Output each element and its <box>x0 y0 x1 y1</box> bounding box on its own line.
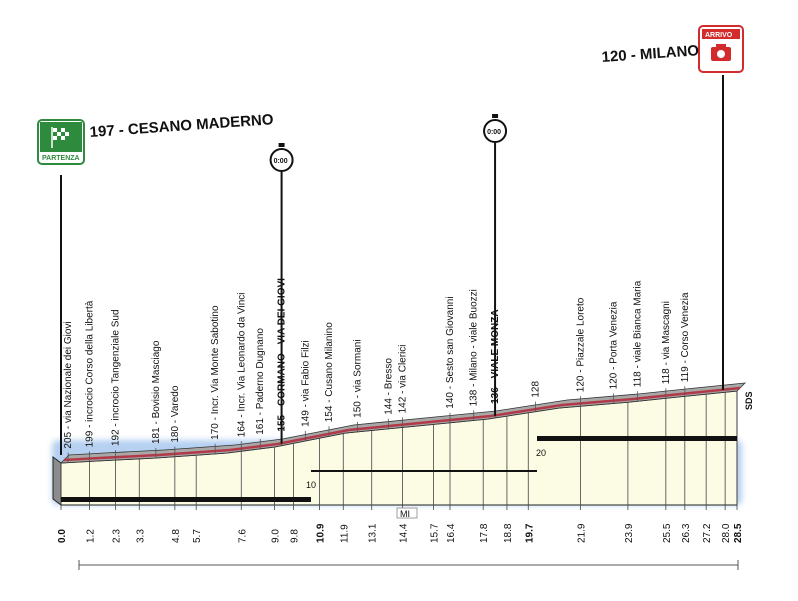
distance-bar-second <box>311 470 537 472</box>
waypoint-label: 120 - Piazzale Loreto <box>575 297 586 392</box>
waypoint-label: 149 - via Fabio Filzi <box>300 340 311 427</box>
km-label: 27.2 <box>702 523 713 543</box>
sds-label: SDS <box>744 391 754 410</box>
waypoint-label: 150 - via Sormani <box>352 339 363 417</box>
km-label: 15.7 <box>429 523 440 543</box>
waypoint-label: 140 - Sesto san Giovanni <box>445 296 456 408</box>
km-label: 23.9 <box>624 523 635 543</box>
km-label: 21.9 <box>576 523 587 543</box>
distance-bar-third <box>537 436 737 441</box>
km-label: 1.2 <box>85 529 96 543</box>
waypoint-label: 180 - Varedo <box>170 385 181 443</box>
svg-text:0:00: 0:00 <box>487 129 501 136</box>
timecheck-stopwatch-2: 0:00 <box>483 114 508 416</box>
profile-left-side <box>52 456 62 506</box>
km-label: 9.8 <box>289 529 300 543</box>
waypoint-label: 119 - Corso Venezia <box>680 292 691 382</box>
start-badge: PARTENZA <box>37 119 85 165</box>
km-label: 11.9 <box>339 524 350 543</box>
waypoint-label: 170 - Incr. Via Monte Sabotino <box>210 305 221 440</box>
distance-label-group: 0.0 1.2 2.3 3.3 4.8 5.7 7.6 9.0 9.8 10.9 11.9 13.1 1… <box>57 523 744 543</box>
km-label: 26.3 <box>681 523 692 543</box>
km-label: 2.3 <box>112 529 123 543</box>
start-town: 197 - CESANO MADERNO <box>89 111 274 141</box>
waypoint-label: 199 - incrocio Corso della Libertà <box>84 300 95 447</box>
km-label: 28.5 <box>733 523 744 543</box>
km-label: 19.7 <box>524 523 535 543</box>
waypoint-label: 144 - Bresso <box>383 358 394 415</box>
axis-label-10: 10 <box>306 480 316 490</box>
waypoint-label: 192 - incrocio Tangenziale Sud <box>111 309 122 446</box>
km-label: 7.6 <box>237 529 248 543</box>
waypoint-label: 138 - Milano - viale Buozzi <box>469 289 480 406</box>
svg-text:PARTENZA: PARTENZA <box>42 155 80 162</box>
waypoint-label: 181 - Bovisio Masciago <box>151 340 162 444</box>
waypoint-label: 154 - Cusano Milanino <box>324 322 335 422</box>
km-label: 0.0 <box>57 529 68 543</box>
unit-label: MI <box>400 509 410 519</box>
waypoint-label: 142 - via Clerici <box>398 344 409 413</box>
km-label: 18.8 <box>503 523 514 543</box>
km-label: 3.3 <box>135 529 146 543</box>
km-label: 9.0 <box>270 529 281 543</box>
km-label: 10.9 <box>316 523 327 543</box>
km-label: 16.4 <box>446 523 457 543</box>
finish-camera-icon <box>711 44 731 61</box>
svg-text:ARRIVO: ARRIVO <box>705 32 733 39</box>
axis-label-20: 20 <box>536 448 546 458</box>
waypoint-label: 118 - via Mascagni <box>661 301 672 384</box>
road-line <box>63 386 741 462</box>
finish-badge: ARRIVO <box>698 25 744 73</box>
waypoint-label: 120 - Porta Venezia <box>609 301 620 389</box>
svg-text:0:00: 0:00 <box>274 158 288 165</box>
km-label: 17.8 <box>479 523 490 543</box>
km-label: 28.0 <box>721 523 732 543</box>
unit-box <box>396 507 418 519</box>
waypoint-label: 205 - via Nazionale dei Giovi <box>63 321 74 448</box>
checkered-flag-icon <box>51 127 69 148</box>
waypoint-label: 118 - viale Bianca Maria <box>632 280 643 387</box>
stopwatch-icon <box>269 143 294 172</box>
km-label: 4.8 <box>171 529 182 543</box>
finish-town: 120 - MILANO <box>601 42 700 66</box>
waypoint-label: 128 <box>530 381 541 398</box>
km-label: 13.1 <box>368 523 379 543</box>
waypoint-label: 164 - Incr. Via Leonardo da Vinci <box>236 292 247 437</box>
distance-bar-first <box>61 497 311 502</box>
stopwatch-icon <box>483 114 508 143</box>
waypoint-label: 161 - Paderno Dugnano <box>255 328 266 435</box>
km-label: 14.4 <box>399 523 410 543</box>
timecheck-stopwatch-1: 0:00 <box>269 143 294 444</box>
km-label: 25.5 <box>662 523 673 543</box>
km-label: 5.7 <box>192 529 203 543</box>
